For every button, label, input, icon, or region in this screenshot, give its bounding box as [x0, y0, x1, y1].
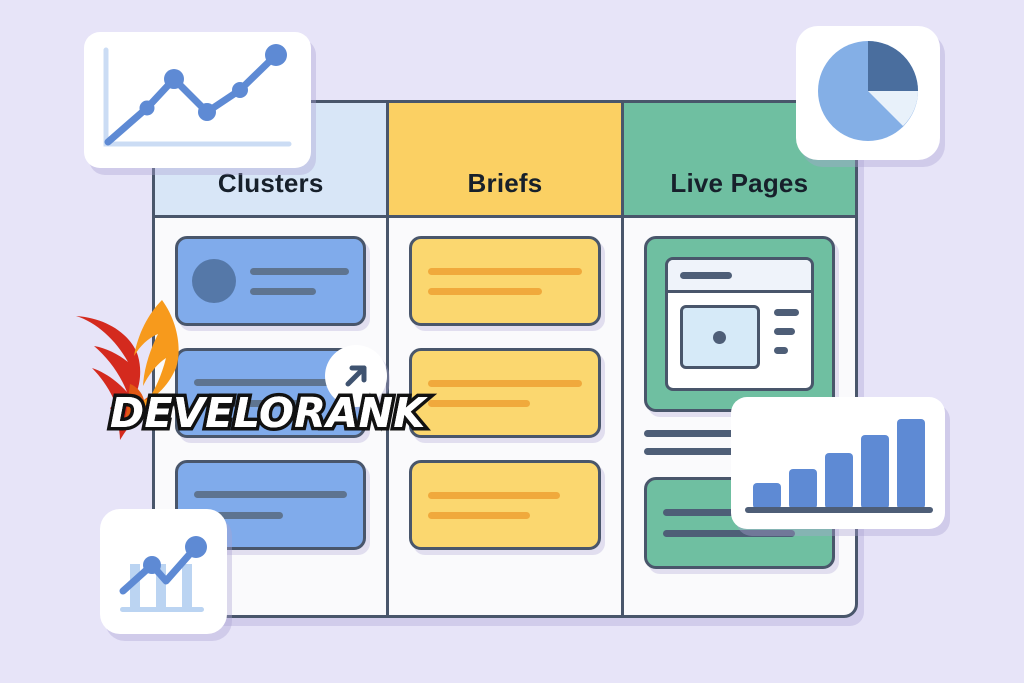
column-header-clusters-label: Clusters — [217, 168, 324, 198]
image-placeholder-icon — [679, 305, 760, 369]
combo-chart-widget[interactable] — [100, 509, 227, 634]
bar-chart-widget[interactable] — [731, 397, 945, 529]
column-header-briefs-label: Briefs — [467, 168, 543, 198]
text-line — [773, 347, 789, 354]
image-dot — [713, 330, 727, 344]
trending-up-badge[interactable] — [325, 345, 387, 407]
page-text-lines — [773, 305, 799, 354]
brief-card[interactable] — [409, 348, 601, 438]
cluster-card[interactable] — [175, 236, 367, 326]
text-line — [428, 379, 582, 387]
text-line — [194, 512, 283, 519]
card-text-lines — [250, 267, 350, 295]
text-line — [773, 328, 796, 335]
brief-card[interactable] — [409, 460, 601, 550]
line-chart-widget[interactable] — [84, 32, 311, 168]
bar-chart-icon — [745, 419, 933, 513]
text-line — [679, 271, 732, 279]
brand-logo[interactable]: DEVELORANK DEVELORANK — [70, 288, 429, 448]
line-chart-icon — [103, 44, 292, 147]
text-line — [773, 309, 799, 316]
phoenix-icon — [76, 300, 179, 440]
text-line — [250, 267, 350, 275]
avatar — [192, 259, 236, 303]
browser-title-bar — [667, 260, 811, 293]
brief-card[interactable] — [409, 236, 601, 326]
live-page-card[interactable] — [643, 236, 835, 412]
column-header-briefs[interactable]: Briefs — [386, 103, 621, 215]
combo-chart-icon — [119, 536, 207, 612]
column-briefs — [386, 218, 620, 615]
arrow-up-right-icon — [345, 365, 367, 387]
pie-chart-widget[interactable] — [796, 26, 940, 160]
column-header-live-pages-label: Live Pages — [670, 168, 809, 198]
text-line — [250, 287, 316, 295]
board-body — [155, 218, 855, 615]
pie-chart-icon — [818, 41, 918, 141]
text-line — [428, 491, 561, 499]
text-line — [428, 287, 542, 295]
text-line — [428, 511, 530, 519]
browser-mockup — [664, 257, 814, 391]
text-line — [194, 379, 348, 386]
text-line — [662, 530, 795, 537]
brand-wordmark-fill: DEVELORANK — [110, 389, 426, 437]
brand-wordmark: DEVELORANK — [107, 386, 429, 441]
text-line — [194, 491, 348, 498]
browser-content — [668, 293, 811, 388]
text-line — [643, 448, 786, 455]
text-line — [428, 267, 582, 275]
text-line — [428, 399, 530, 407]
text-line — [194, 400, 326, 407]
